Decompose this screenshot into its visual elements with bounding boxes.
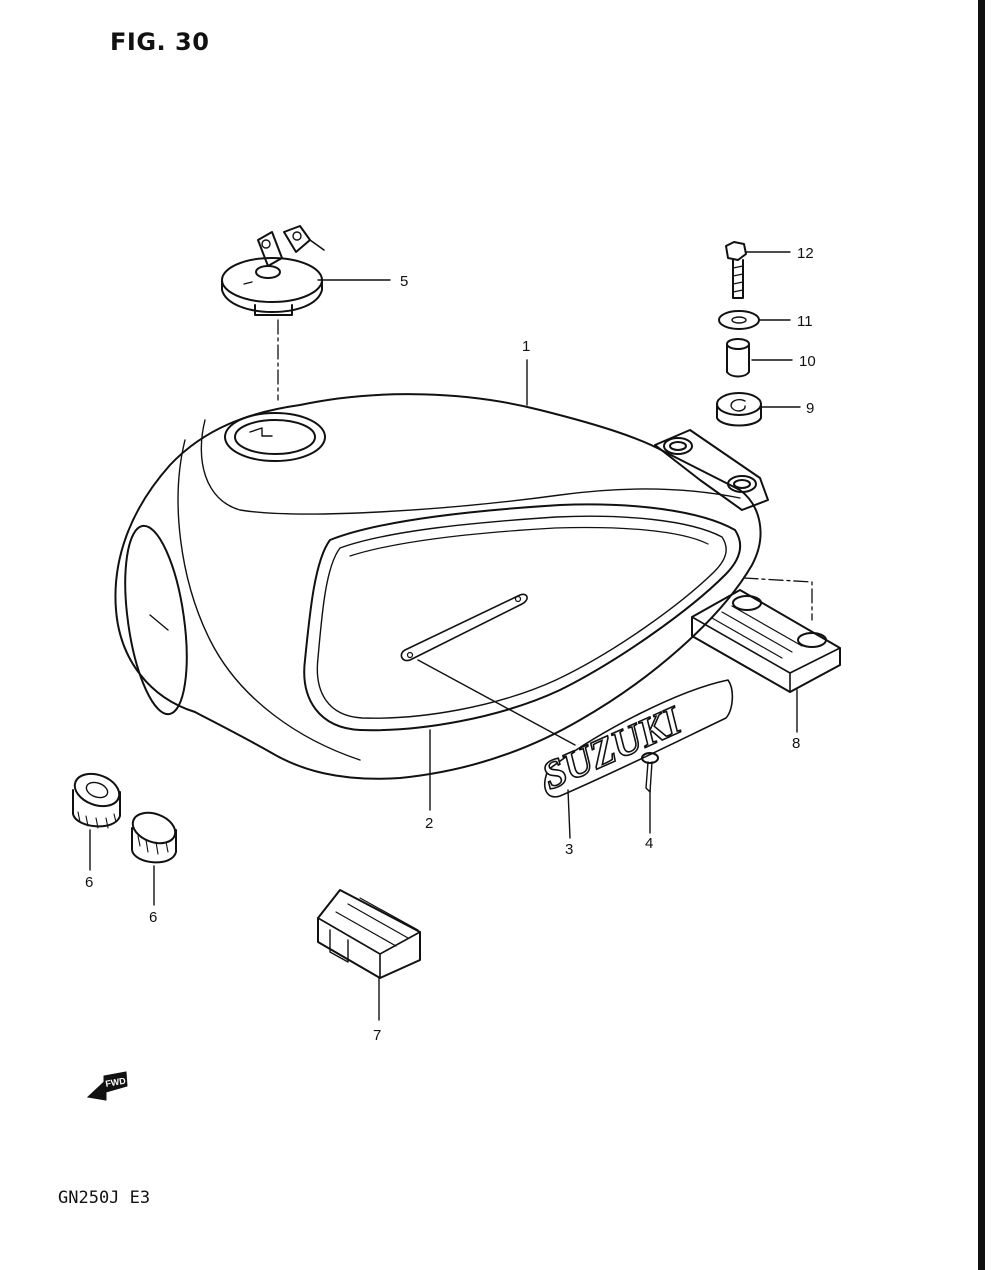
suzuki-emblem: SUZUKI [535,697,689,798]
leader-lines [89,251,801,1021]
callout-2: 2 [425,815,433,832]
fuel-tank [114,393,769,780]
callout-11: 11 [797,313,813,330]
fwd-arrow-icon [86,1071,128,1101]
callout-labels: 1 2 3 4 5 6 6 7 8 9 10 11 12 [85,245,816,1044]
screw-4 [641,752,659,793]
callout-7: 7 [373,1027,381,1044]
cushion-6a [72,772,121,829]
callout-4: 4 [645,835,653,852]
callout-8: 8 [792,735,800,752]
callout-6a: 6 [85,874,93,891]
collar-10 [726,338,750,378]
fwd-direction-marker: FWD [86,1071,128,1101]
callout-10: 10 [799,353,816,370]
fwd-label: FWD [105,1075,127,1088]
callout-5: 5 [400,273,408,290]
model-code: GN250J E3 [58,1188,151,1208]
figure-title: FIG. 30 [110,28,210,56]
rear-cushion-8 [691,589,841,693]
emblem-outline [544,679,734,798]
callout-9: 9 [806,400,814,417]
fuel-cap [221,225,325,316]
callout-1: 1 [522,338,530,355]
callout-6b: 6 [149,909,157,926]
grommet-9 [716,392,762,427]
cushion-6b [131,811,177,864]
callout-3: 3 [565,841,573,858]
washer-11 [718,310,760,330]
callout-12: 12 [797,245,814,262]
assembly-dash-lines [277,319,813,621]
bolt-12 [725,241,747,299]
page-edge-bar [978,0,985,1270]
front-cushion-7 [317,889,421,979]
